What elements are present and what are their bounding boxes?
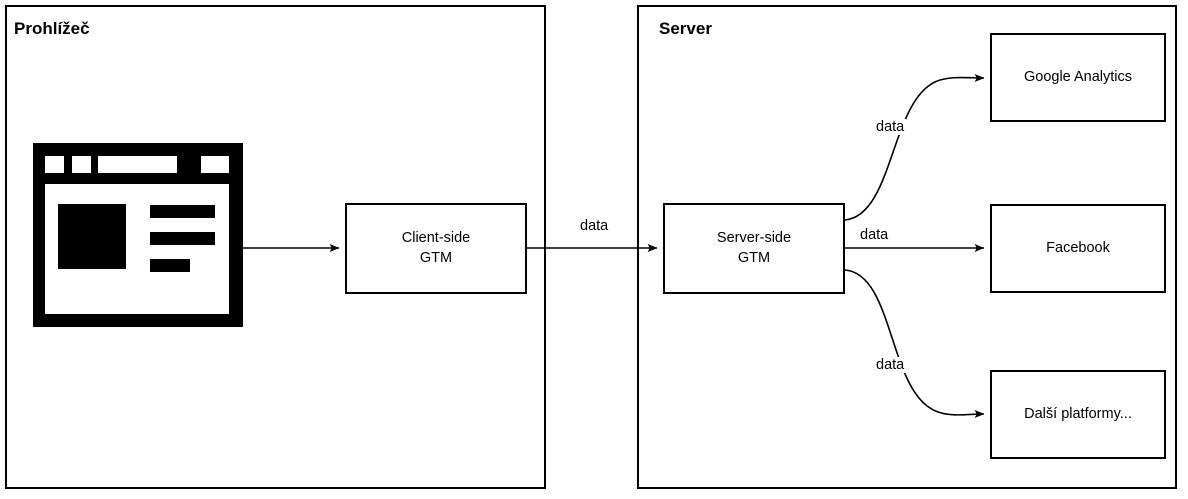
browser-icon-button-1 xyxy=(45,156,64,173)
node-server-side-gtm-label: Server-side GTM xyxy=(717,229,791,267)
node-google-analytics[interactable]: Google Analytics xyxy=(990,33,1166,122)
browser-icon-text-line-1 xyxy=(150,205,215,218)
browser-icon-button-3 xyxy=(201,156,229,173)
browser-icon-address-bar xyxy=(98,156,177,173)
node-google-analytics-label: Google Analytics xyxy=(1023,68,1132,85)
edge-label-client-to-server: data xyxy=(578,218,611,234)
edge-label-server-to-google-analytics: data xyxy=(874,119,907,135)
edge-label-server-to-other-platforms: data xyxy=(874,357,907,373)
node-client-side-gtm[interactable]: Client-side GTM xyxy=(345,203,527,294)
browser-icon-text-line-2 xyxy=(150,232,215,245)
node-client-side-gtm-line2: GTM xyxy=(419,249,453,266)
browser-icon-button-2 xyxy=(72,156,91,173)
node-facebook-label: Facebook xyxy=(1046,239,1110,256)
browser-icon-image-block xyxy=(58,204,126,269)
node-other-platforms[interactable]: Další platformy... xyxy=(990,370,1166,459)
node-client-side-gtm-label: Client-side GTM xyxy=(402,229,471,267)
browser-icon-viewport xyxy=(45,184,229,314)
node-other-platforms-label: Další platformy... xyxy=(1024,405,1132,422)
container-browser-title: Prohlížeč xyxy=(14,19,90,38)
container-server-title: Server xyxy=(659,19,712,38)
node-server-side-gtm-line2: GTM xyxy=(737,249,771,266)
browser-window-icon xyxy=(33,143,243,327)
node-client-side-gtm-line1: Client-side xyxy=(401,230,471,247)
browser-icon-text-line-3 xyxy=(150,259,190,272)
node-server-side-gtm-line1: Server-side xyxy=(716,230,792,247)
node-facebook[interactable]: Facebook xyxy=(990,204,1166,293)
node-server-side-gtm[interactable]: Server-side GTM xyxy=(663,203,845,294)
edge-label-server-to-facebook: data xyxy=(858,227,891,243)
